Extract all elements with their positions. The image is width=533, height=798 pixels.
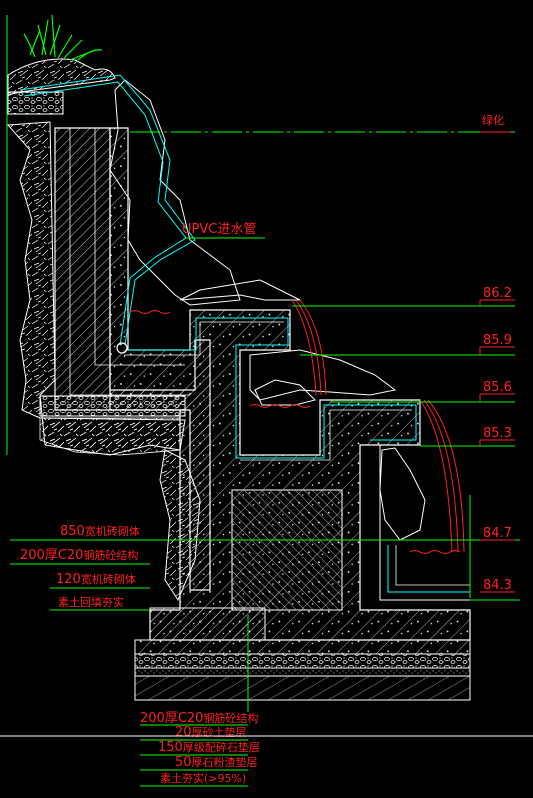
wall-layer-labels: 850宽机砖砌体 200厚C20钢筋砼结构 120宽机砖砌体 素土回填夯实 bbox=[10, 524, 150, 611]
gravel-bed-left bbox=[39, 395, 186, 417]
elevation-2: 85.9 bbox=[483, 333, 512, 348]
water-flow bbox=[129, 299, 465, 554]
base-layer-1: 200厚C20钢筋砼结构 bbox=[140, 711, 258, 726]
wall-layer-4: 素土回填夯实 bbox=[58, 595, 124, 609]
elevation-4: 85.3 bbox=[483, 426, 512, 441]
footing bbox=[149, 607, 266, 641]
upvc-pipe bbox=[19, 74, 196, 354]
pipe-label: UPVC进水管 bbox=[182, 222, 256, 237]
rockwork bbox=[39, 79, 426, 602]
base-layer-labels: 200厚C20钢筋砼结构 20厚砂土垫层 150厚级配碎石垫层 50厚石粉渣垫层… bbox=[140, 711, 260, 787]
elevation-6: 84.3 bbox=[483, 578, 512, 593]
base-layer-5: 素土夯实(>95%) bbox=[160, 771, 246, 785]
brick-core bbox=[231, 489, 343, 611]
planting-mound bbox=[7, 14, 116, 115]
base-layer-3: 150厚级配碎石垫层 bbox=[158, 740, 260, 755]
elevation-1: 86.2 bbox=[483, 286, 512, 301]
elevation-labels: 86.2 85.9 85.6 85.3 84.7 84.3 bbox=[483, 286, 512, 593]
base-layer-2: 20厚砂土垫层 bbox=[175, 725, 247, 740]
base-layers bbox=[134, 639, 471, 701]
elevation-3: 85.6 bbox=[483, 380, 512, 395]
wall-layer-3: 120宽机砖砌体 bbox=[56, 572, 136, 587]
wall-layer-2: 200厚C20钢筋砼结构 bbox=[20, 548, 138, 563]
base-layer-4: 50厚石粉渣垫层 bbox=[175, 755, 258, 770]
elevation-marks bbox=[479, 131, 515, 593]
elevation-5: 84.7 bbox=[483, 526, 512, 541]
wall-layer-1: 850宽机砖砌体 bbox=[60, 524, 140, 539]
top-label: 绿化 bbox=[482, 113, 504, 127]
